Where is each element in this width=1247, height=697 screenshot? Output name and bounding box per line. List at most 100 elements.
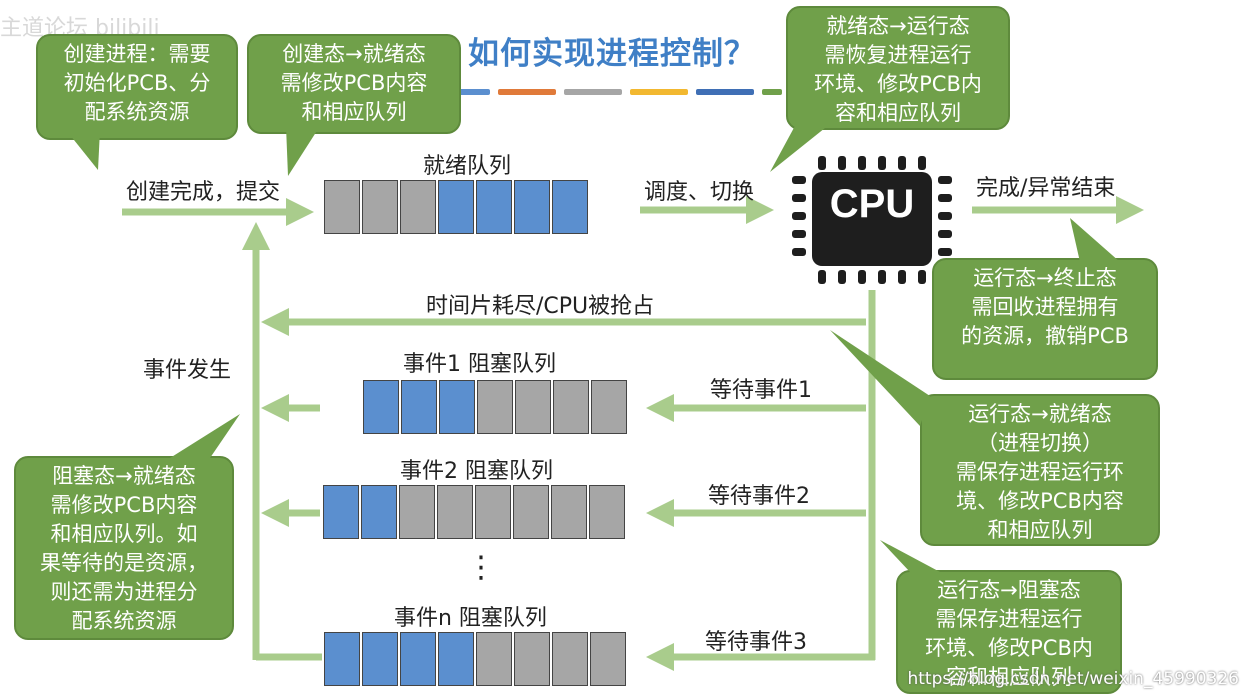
callout-run-ready: 运行态→就绪态 （进程切换） 需保存进程运行环境、修改PCB内容和相应队列: [920, 394, 1160, 546]
queue-cell-blue: [323, 485, 359, 539]
block-queue-2: [323, 485, 627, 539]
callout-line: 和相应队列: [987, 518, 1093, 542]
callout-run-block-tail: [880, 540, 940, 572]
queue-cell-gray: [551, 485, 587, 539]
callout-line: 环境、修改PCB内: [925, 636, 1093, 660]
queue-cell-blue: [552, 180, 588, 234]
callout-line: 需修改PCB内容: [50, 493, 198, 517]
callout-ready-run: 就绪态→运行态需恢复进程运行环境、修改PCB内容和相应队列: [786, 6, 1010, 130]
queue-cell-gray: [362, 180, 398, 234]
queue-cell-gray: [590, 632, 626, 686]
queue-cell-gray: [477, 380, 513, 434]
title-bar-6: [762, 89, 782, 95]
queue-cell-blue: [400, 632, 436, 686]
title-bar-5: [696, 89, 754, 95]
queue-cell-blue: [324, 632, 360, 686]
callout-block-ready: 阻塞态→就绪态需修改PCB内容和相应队列。如果等待的是资源， 则还需为进程分配系统…: [14, 456, 234, 640]
callout-line: （进程切换）: [977, 431, 1103, 455]
queue-cell-gray: [515, 380, 551, 434]
queue-cell-gray: [437, 485, 473, 539]
queue-cell-blue: [438, 180, 474, 234]
callout-line: 运行态→终止态: [973, 266, 1117, 290]
callout-line: 配系统资源: [84, 100, 190, 124]
title-bar-1: [432, 89, 490, 95]
queue-cell-gray: [514, 632, 550, 686]
cpu-chip: [792, 156, 952, 284]
dispatch-label: 调度、切换: [644, 180, 755, 205]
queue-cell-blue: [362, 632, 398, 686]
callout-line: 境、修改PCB内容: [956, 489, 1124, 513]
create-submit-label: 创建完成，提交: [126, 180, 281, 205]
wait-event-1-label: 等待事件1: [710, 378, 812, 403]
callout-line: 创建进程：需要: [63, 42, 211, 66]
callout-run-block: 运行态→阻塞态需保存进程运行环境、修改PCB内容和相应队列: [896, 570, 1122, 694]
ellipsis-dots: ⋮: [466, 550, 496, 585]
title-bar-2: [498, 89, 556, 95]
queue-cell-gray: [400, 180, 436, 234]
block-queue-n: [324, 632, 628, 686]
callout-line: 和相应队列。如: [50, 522, 198, 546]
wait-event-3-label: 等待事件3: [705, 630, 807, 655]
queue-cell-gray: [476, 632, 512, 686]
callout-line: 需回收进程拥有: [971, 295, 1119, 319]
callout-line: 的资源，撤销PCB: [961, 324, 1129, 348]
source-url: https://blog.csdn.net/weixin_45990326: [907, 669, 1239, 689]
block-queue-1-label: 事件1 阻塞队列: [403, 352, 556, 377]
title-bar-4: [630, 89, 688, 95]
queue-cell-gray: [552, 632, 588, 686]
block-queue-1: [363, 380, 629, 434]
callout-line: 就绪态→运行态: [826, 14, 970, 38]
callout-line: 初始化PCB、分: [63, 71, 211, 95]
block-queue-n-label: 事件n 阻塞队列: [394, 606, 547, 631]
callout-line: 果等待的是资源，: [40, 551, 208, 575]
callout-run-terminate-tail: [1070, 218, 1120, 262]
queue-cell-gray: [589, 485, 625, 539]
finish-label: 完成/异常结束: [976, 176, 1116, 201]
callout-line: 环境、修改PCB内: [814, 72, 982, 96]
queue-cell-gray: [399, 485, 435, 539]
callout-line: 阻塞态→就绪态: [52, 464, 196, 488]
callout-line: 容和相应队列: [835, 101, 961, 125]
timeslice-label: 时间片耗尽/CPU被抢占: [426, 294, 655, 319]
title-bar-3: [564, 89, 622, 95]
queue-cell-blue: [439, 380, 475, 434]
callout-line: 需恢复进程运行: [824, 43, 972, 67]
queue-cell-blue: [363, 380, 399, 434]
callout-line: 配系统资源: [71, 609, 177, 633]
diagram-title: 如何实现进程控制？: [468, 36, 756, 72]
callout-create-ready-tail: [286, 126, 320, 176]
callout-run-terminate: 运行态→终止态需回收进程拥有的资源，撤销PCB: [932, 258, 1158, 380]
callout-create-tail: [66, 130, 100, 170]
callout-create: 创建进程：需要初始化PCB、分配系统资源: [36, 34, 238, 140]
callout-run-ready-tail: [830, 330, 930, 426]
callout-line: 容和相应队列: [946, 665, 1072, 689]
queue-cell-blue: [438, 632, 474, 686]
callout-line: 运行态→阻塞态: [937, 578, 1081, 602]
callout-line: 则还需为进程分: [50, 580, 198, 604]
ready-queue: [324, 180, 590, 234]
queue-cell-blue: [401, 380, 437, 434]
callout-block-ready-tail: [170, 414, 240, 458]
queue-cell-blue: [361, 485, 397, 539]
callout-line: 需保存进程运行: [935, 607, 1083, 631]
callout-line: 创建态→就绪态: [282, 42, 426, 66]
wait-event-2-label: 等待事件2: [708, 484, 810, 509]
event-happen-label: 事件发生: [143, 358, 232, 383]
queue-cell-gray: [553, 380, 589, 434]
queue-cell-blue: [514, 180, 550, 234]
callout-ready-run-tail: [770, 124, 830, 172]
ready-queue-label: 就绪队列: [423, 154, 512, 179]
queue-cell-blue: [476, 180, 512, 234]
cpu-label: CPU: [829, 182, 915, 226]
queue-cell-gray: [324, 180, 360, 234]
callout-line: 需修改PCB内容: [280, 71, 428, 95]
callout-line: 和相应队列: [301, 100, 407, 124]
block-queue-2-label: 事件2 阻塞队列: [400, 459, 553, 484]
callout-line: 运行态→就绪态: [968, 402, 1112, 426]
queue-cell-gray: [513, 485, 549, 539]
queue-cell-gray: [591, 380, 627, 434]
callout-create-ready: 创建态→就绪态需修改PCB内容和相应队列: [247, 34, 461, 134]
callout-line: 需保存进程运行环: [956, 460, 1124, 484]
queue-cell-gray: [475, 485, 511, 539]
